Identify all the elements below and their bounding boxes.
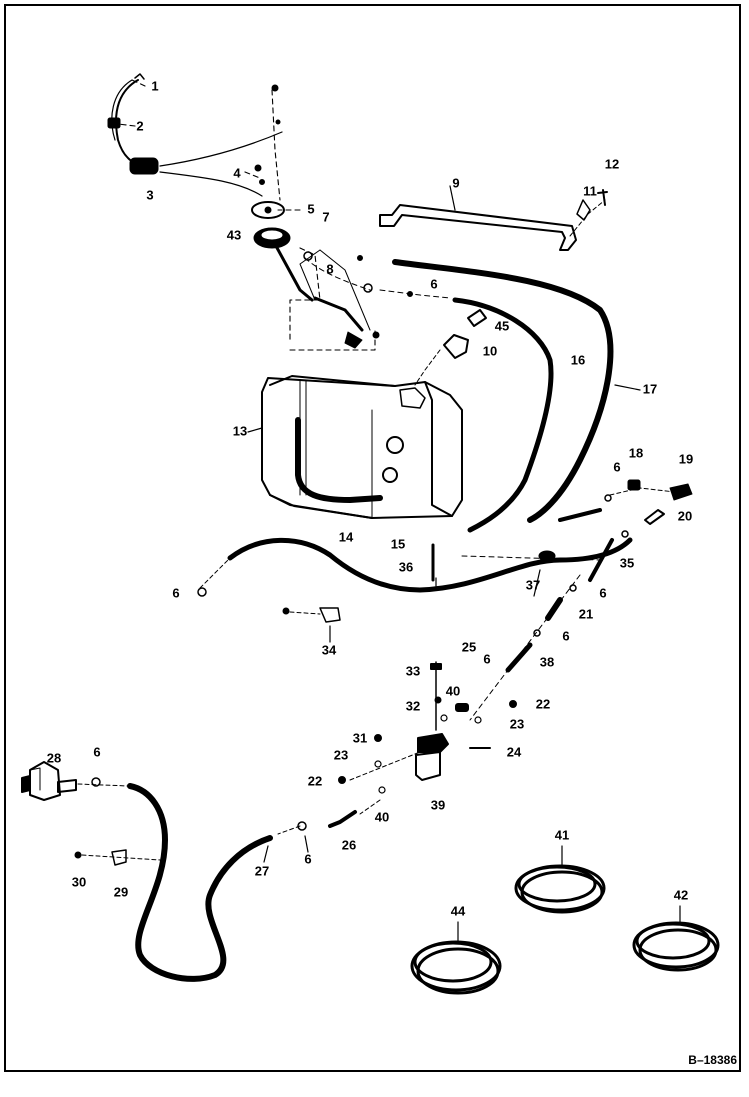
callout-27: 27 [255, 863, 269, 878]
callout-6h: 6 [304, 851, 311, 866]
callout-31: 31 [353, 730, 367, 745]
callout-29: 29 [114, 884, 128, 899]
fuel-tank-13 [261, 375, 463, 519]
callout-22b: 22 [308, 773, 322, 788]
callout-8: 8 [326, 261, 333, 276]
hose-coil-42 [632, 921, 720, 972]
callout-1: 1 [151, 78, 158, 93]
pickup-tube-14 [295, 417, 383, 503]
callout-12: 12 [605, 156, 619, 171]
callout-3: 3 [146, 187, 153, 202]
callout-22: 22 [536, 696, 550, 711]
fuel-cap-10 [414, 309, 487, 386]
callout-11: 11 [583, 183, 597, 198]
tank-strap-9 [379, 189, 608, 251]
drawing-number: B–18386 [688, 1053, 737, 1067]
callout-39: 39 [431, 797, 445, 812]
callout-36: 36 [399, 559, 413, 574]
callout-26: 26 [342, 837, 356, 852]
callout-14: 14 [339, 529, 354, 544]
fuel-hose-27 [127, 783, 273, 982]
fuel-sender-unit [251, 84, 314, 302]
callout-45: 45 [495, 318, 509, 333]
callout-20: 20 [678, 508, 692, 523]
callout-34: 34 [322, 642, 337, 657]
fittings-7-8 [299, 249, 451, 349]
callout-21: 21 [579, 606, 593, 621]
callout-4: 4 [233, 165, 241, 180]
callout-43: 43 [227, 227, 241, 242]
callout-6f: 6 [483, 651, 490, 666]
callout-40b: 40 [375, 809, 389, 824]
callout-41: 41 [555, 827, 569, 842]
callout-24: 24 [507, 744, 522, 759]
callout-23: 23 [510, 716, 524, 731]
callout-16: 16 [571, 352, 585, 367]
hose-coil-41 [514, 864, 606, 914]
callout-17: 17 [643, 381, 657, 396]
callout-32: 32 [406, 698, 420, 713]
callout-35: 35 [620, 555, 634, 570]
fuel-hose-16 [452, 297, 554, 533]
fuel-hose-17 [392, 259, 614, 523]
callout-6b: 6 [613, 459, 620, 474]
callout-6g: 6 [93, 744, 100, 759]
part-34 [282, 607, 341, 623]
fuel-filter-39 [338, 661, 517, 815]
callout-2: 2 [136, 118, 143, 133]
callout-33: 33 [406, 663, 420, 678]
diagram-frame [4, 4, 741, 1072]
callout-6d: 6 [599, 585, 606, 600]
callout-38: 38 [540, 654, 554, 669]
callout-37: 37 [526, 577, 540, 592]
callout-23b: 23 [334, 747, 348, 762]
callout-9: 9 [452, 175, 459, 190]
hose-coil-44 [410, 940, 502, 995]
callout-10: 10 [483, 343, 497, 358]
callout-6: 6 [430, 276, 437, 291]
callout-44: 44 [451, 903, 466, 918]
clamp-29-30 [74, 849, 161, 866]
callout-28: 28 [47, 750, 61, 765]
callout-6e: 6 [562, 628, 569, 643]
filter-feed-line [469, 538, 614, 721]
gauge-wire-harness [107, 73, 283, 197]
callout-18: 18 [629, 445, 643, 460]
fittings-18-19-20 [558, 479, 693, 538]
callout-15: 15 [391, 536, 405, 551]
fuel-pump-28 [21, 761, 129, 801]
callout-6c: 6 [172, 585, 179, 600]
callout-5: 5 [307, 201, 314, 216]
callout-19: 19 [679, 451, 693, 466]
callout-7: 7 [322, 209, 329, 224]
callout-40: 40 [446, 683, 460, 698]
callout-30: 30 [72, 874, 86, 889]
fuel-hose-35 [227, 537, 633, 593]
callout-42: 42 [674, 887, 688, 902]
callout-25: 25 [462, 639, 476, 654]
callout-13: 13 [233, 423, 247, 438]
